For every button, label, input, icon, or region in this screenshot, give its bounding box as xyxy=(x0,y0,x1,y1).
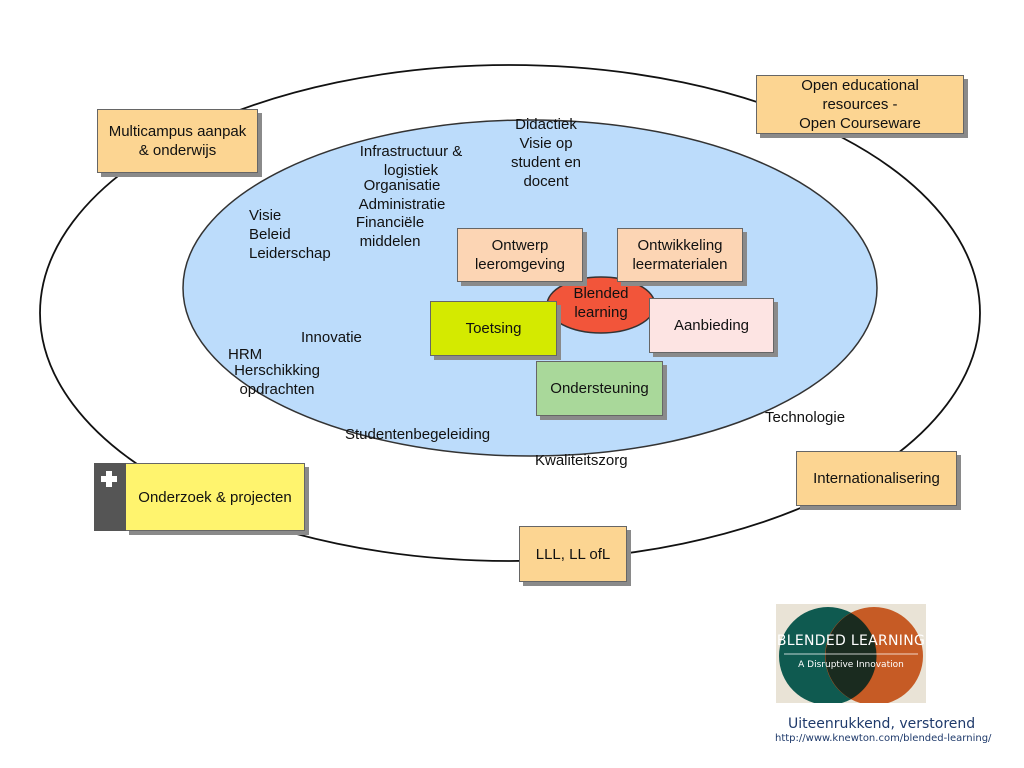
inner-ellipse xyxy=(182,119,878,457)
caption-text: Uiteenrukkend, verstorend xyxy=(788,716,976,732)
ontwikkeling-box: Ontwikkeling leermaterialen xyxy=(617,228,743,282)
organisatie-label: Organisatie Administratie xyxy=(358,177,446,213)
innovatie-label: Innovatie xyxy=(301,329,362,346)
blended-learning-label: Blended learning xyxy=(573,285,629,321)
blended-learning-logo: BLENDED LEARNING A Disruptive Innovation xyxy=(776,604,926,703)
infrastructuur-label: Infrastructuur & logistiek xyxy=(359,143,463,179)
logo-subtitle: A Disruptive Innovation xyxy=(798,660,904,670)
multicampus-box: Multicampus aanpak & onderwijs xyxy=(97,109,258,173)
internationalisering-box: Internationalisering xyxy=(796,451,957,506)
expand-tab[interactable] xyxy=(94,463,126,531)
outer-ring xyxy=(39,64,981,562)
logo-title: BLENDED LEARNING xyxy=(776,633,926,649)
herschikking-label: Herschikking opdrachten xyxy=(234,362,320,398)
toetsing-box: Toetsing xyxy=(430,301,557,356)
hrm-label: HRM xyxy=(228,346,263,363)
visie-label: Visie Beleid Leiderschap xyxy=(249,207,331,262)
ontwerp-box: Ontwerp leeromgeving xyxy=(457,228,583,282)
source-link[interactable]: http://www.knewton.com/blended-learning/ xyxy=(775,733,992,744)
technologie-label: Technologie xyxy=(765,409,846,426)
kwaliteitszorg-label: Kwaliteitszorg xyxy=(535,452,628,469)
aanbieding-box: Aanbieding xyxy=(649,298,774,353)
open-educational-resources-box: Open educational resources - Open Course… xyxy=(756,75,964,134)
ondersteuning-box: Ondersteuning xyxy=(536,361,663,416)
plus-icon xyxy=(101,471,117,487)
financiele-label: Financiële middelen xyxy=(355,214,425,250)
didactiek-label: Didactiek Visie op student en docent xyxy=(510,116,582,190)
onderzoek-box: Onderzoek & projecten xyxy=(125,463,305,531)
studentenbegeleiding-label: Studentenbegeleiding xyxy=(345,426,491,443)
lll-box: LLL, LL ofL xyxy=(519,526,627,582)
